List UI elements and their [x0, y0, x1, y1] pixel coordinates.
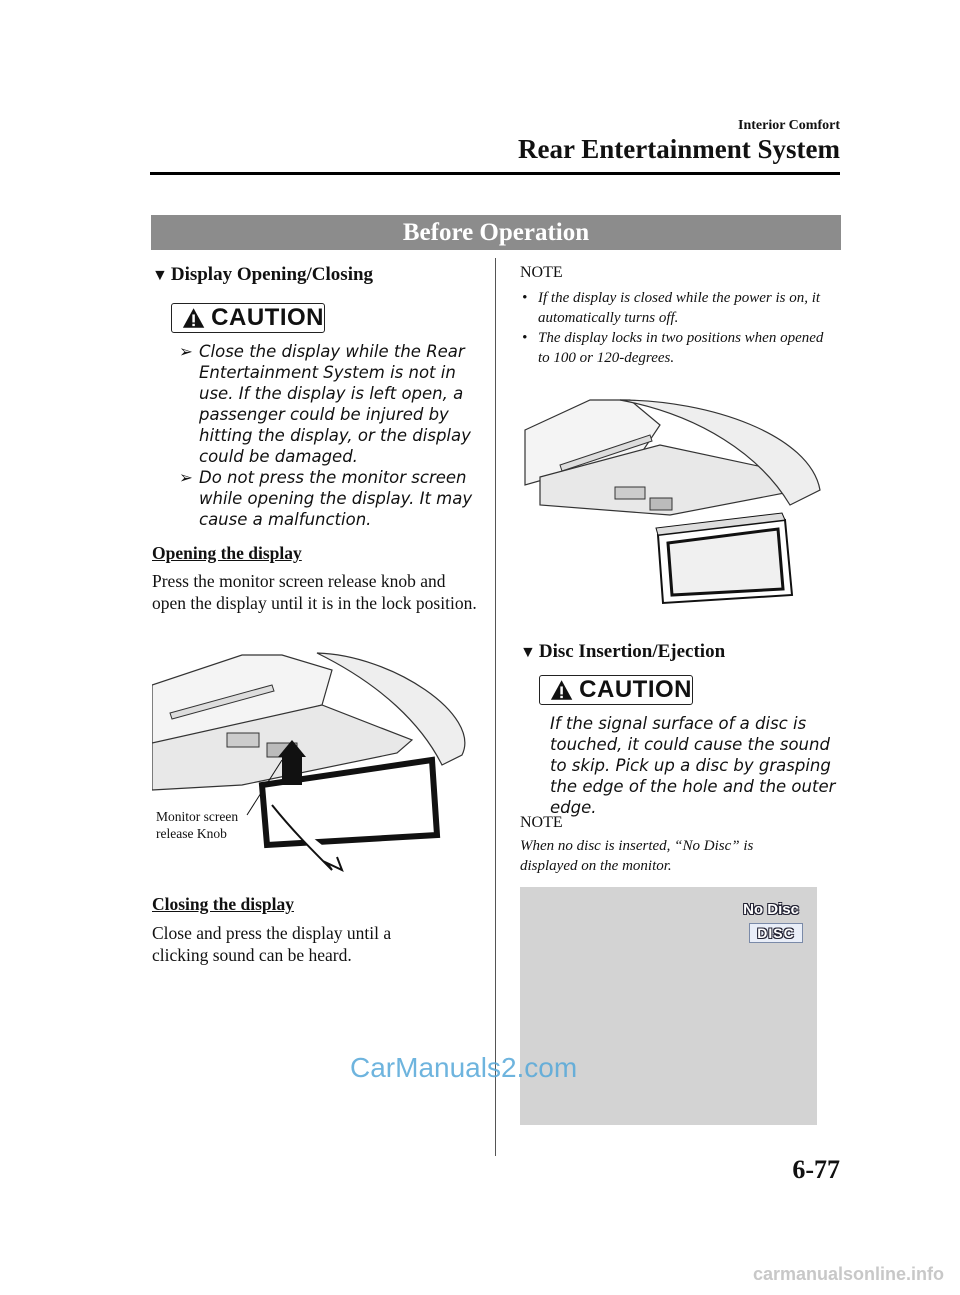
subhead-disc-insertion: ▼Disc Insertion/Ejection	[520, 641, 725, 663]
note-text: When no disc is inserted, “No Disc” is d…	[520, 838, 754, 874]
arrow-bullet-icon: ➢	[179, 342, 193, 361]
subhead-display-opening: ▼Display Opening/Closing	[152, 264, 373, 286]
caution-item-text: Close the display while the Rear Enterta…	[199, 342, 471, 466]
chapter-title: Rear Entertainment System	[518, 134, 840, 164]
caution-item: ➢ Close the display while the Rear Enter…	[179, 341, 479, 467]
caution-list: ➢ Close the display while the Rear Enter…	[179, 341, 479, 530]
note-item-text: The display locks in two positions when …	[538, 330, 824, 366]
subhead-text: Display Opening/Closing	[170, 264, 374, 285]
note-item-text: If the display is closed while the power…	[538, 290, 821, 326]
callout-line: Monitor screen	[156, 809, 239, 824]
caution-label: CAUTION	[579, 676, 692, 703]
arrow-bullet-icon: ➢	[179, 468, 193, 487]
callout-line: release Knob	[156, 826, 227, 841]
caution-text: If the signal surface of a disc is touch…	[550, 714, 836, 817]
closing-text: Close and press the display until a clic…	[152, 923, 392, 965]
figure-display-opening	[152, 652, 466, 872]
triangle-bullet-icon: ▼	[152, 267, 168, 284]
section-label: Interior Comfort	[738, 118, 840, 133]
note-heading: NOTE	[520, 814, 563, 831]
note-heading: NOTE	[520, 264, 563, 281]
subhead-text: Disc Insertion/Ejection	[538, 641, 726, 662]
caution-badge: CAUTION	[539, 675, 693, 705]
monitor-screen-display: No Disc DISC	[520, 887, 817, 1125]
section-title-bar: Before Operation	[151, 215, 841, 250]
no-disc-label: No Disc	[743, 901, 799, 918]
warning-icon	[182, 308, 205, 328]
footer-watermark: carmanualsonline.info	[752, 1264, 944, 1284]
warning-icon	[550, 680, 573, 700]
figure-callout: Monitor screen release Knob	[156, 808, 239, 842]
opening-heading: Opening the display	[152, 543, 302, 563]
opening-text: Press the monitor screen release knob an…	[152, 571, 477, 613]
note-item: • If the display is closed while the pow…	[522, 288, 837, 328]
triangle-bullet-icon: ▼	[520, 644, 536, 661]
column-divider	[495, 258, 496, 1156]
caution-item-text: Do not press the monitor screen while op…	[199, 468, 473, 529]
closing-heading: Closing the display	[152, 894, 294, 914]
caution-label: CAUTION	[211, 304, 324, 331]
note-list: • If the display is closed while the pow…	[522, 288, 837, 368]
watermark-logo: CarManuals2.com	[350, 1052, 578, 1083]
disc-mode-badge: DISC	[749, 923, 803, 943]
note-item: • The display locks in two positions whe…	[522, 328, 837, 368]
header-rule	[150, 172, 840, 175]
bullet-dot-icon: •	[522, 330, 528, 346]
caution-item: ➢ Do not press the monitor screen while …	[179, 467, 479, 530]
figure-display-lock-positions	[524, 399, 821, 605]
bullet-dot-icon: •	[522, 290, 528, 306]
page-number: 6-77	[792, 1155, 840, 1184]
caution-badge: CAUTION	[171, 303, 325, 333]
